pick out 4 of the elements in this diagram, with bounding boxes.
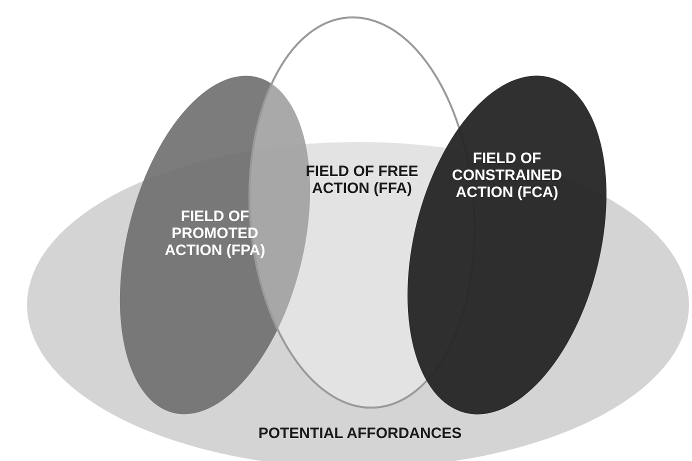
field-label: FIELD OF CONSTRAINED ACTION (FCA) <box>450 150 563 201</box>
field-label: FIELD OF FREE ACTION (FFA) <box>304 163 420 197</box>
field-label: POTENTIAL AFFORDANCES <box>257 425 463 442</box>
field-label: FIELD OF PROMOTED ACTION (FPA) <box>164 208 266 259</box>
